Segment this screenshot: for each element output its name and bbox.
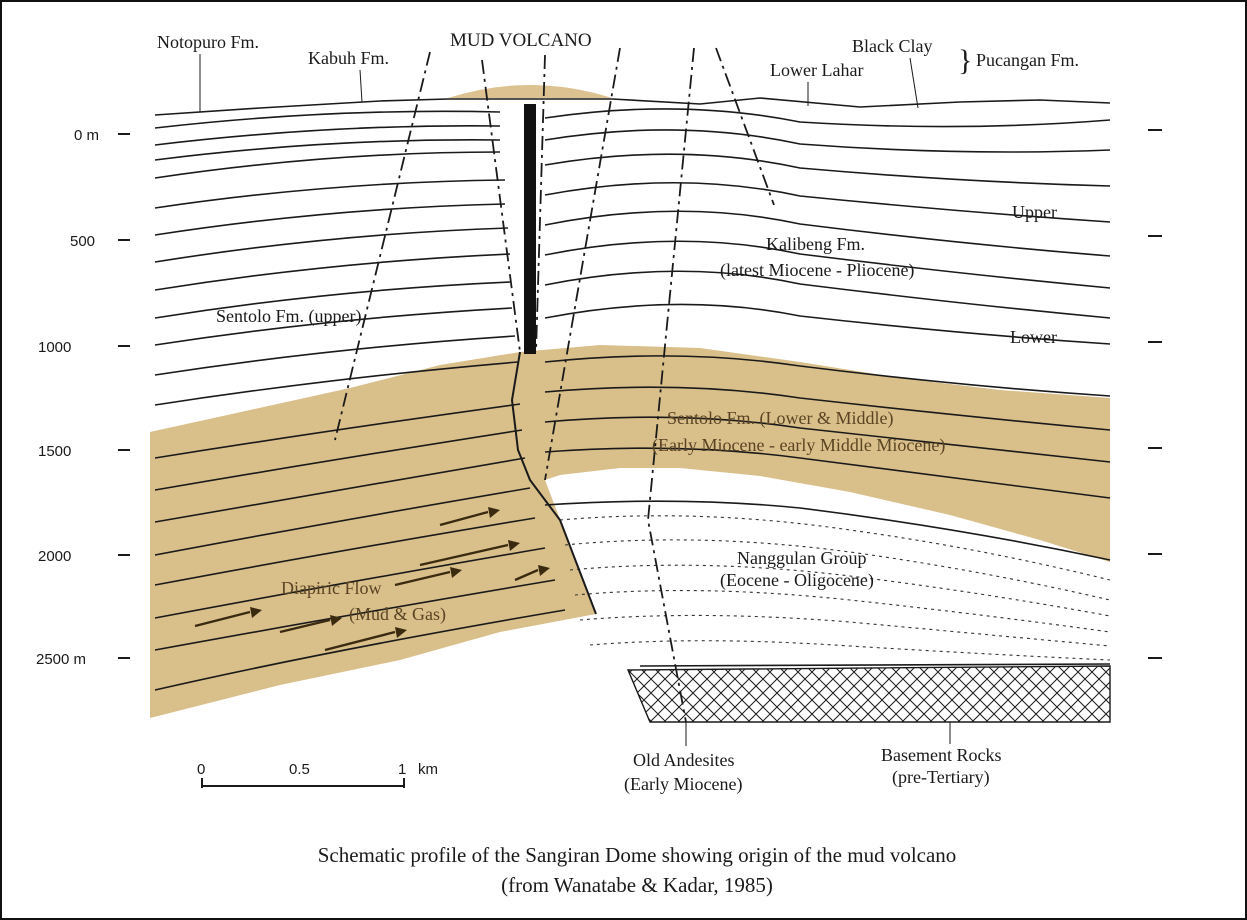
depth-axis [118, 129, 1162, 659]
mud-conduit [524, 104, 536, 354]
label-notopuro: Notopuro Fm. [157, 32, 259, 52]
label-upper: Upper [1012, 202, 1057, 222]
label-kalibeng-age: (latest Miocene - Pliocene) [720, 260, 914, 281]
sentolo-lower-middle-band [150, 345, 1110, 718]
depth-label-2000: 2000 [38, 548, 71, 565]
label-kabuh: Kabuh Fm. [308, 48, 389, 68]
label-nanggulan-age: (Eocene - Oligocene) [720, 570, 874, 591]
label-lower-lahar: Lower Lahar [770, 60, 863, 80]
label-sentolo-upper: Sentolo Fm. (upper) [216, 306, 362, 327]
depth-label-2500: 2500 m [36, 651, 86, 668]
ground-surface [154, 97, 1111, 116]
basement-rocks [626, 665, 1111, 723]
label-black-clay: Black Clay [852, 36, 932, 56]
label-diapiric-flow-sub: (Mud & Gas) [349, 604, 446, 625]
depth-label-1500: 1500 [38, 443, 71, 460]
strata-nanggulan [559, 515, 1111, 667]
label-basement: Basement Rocks [881, 745, 1001, 765]
scale-zero: 0 [197, 761, 205, 778]
depth-label-500: 500 [70, 233, 95, 250]
label-lower: Lower [1010, 327, 1057, 347]
scale-bar [201, 778, 405, 788]
depth-label-1000: 1000 [38, 339, 71, 356]
diapiric-flow-arrows [194, 507, 550, 652]
label-old-andesites-age: (Early Miocene) [624, 774, 742, 795]
label-sentolo-lower-middle: Sentolo Fm. (Lower & Middle) [667, 408, 893, 429]
caption-line-1: Schematic profile of the Sangiran Dome s… [318, 843, 957, 867]
faults [334, 47, 775, 723]
scale-unit: km [418, 761, 438, 778]
depth-label-0: 0 m [74, 127, 99, 144]
strata-right [544, 108, 1111, 561]
caption-line-2: (from Wanatabe & Kadar, 1985) [501, 873, 773, 897]
label-pucangan: Pucangan Fm. [976, 50, 1079, 70]
brace: } [958, 44, 972, 77]
label-basement-age: (pre-Tertiary) [892, 767, 990, 788]
label-mud-volcano: MUD VOLCANO [450, 30, 592, 51]
label-nanggulan: Nanggulan Group [737, 548, 866, 568]
strata-left [154, 110, 566, 691]
label-diapiric-flow: Diapiric Flow [281, 578, 382, 598]
scale-half: 0.5 [289, 761, 310, 778]
mud-volcano-cone [448, 85, 612, 98]
scale-one: 1 [398, 761, 406, 778]
label-old-andesites: Old Andesites [633, 750, 735, 770]
label-kalibeng: Kalibeng Fm. [766, 234, 865, 254]
label-sentolo-lower-middle-age: (Early Miocene - early Middle Miocene) [652, 435, 945, 456]
diapir-zone [510, 351, 597, 615]
